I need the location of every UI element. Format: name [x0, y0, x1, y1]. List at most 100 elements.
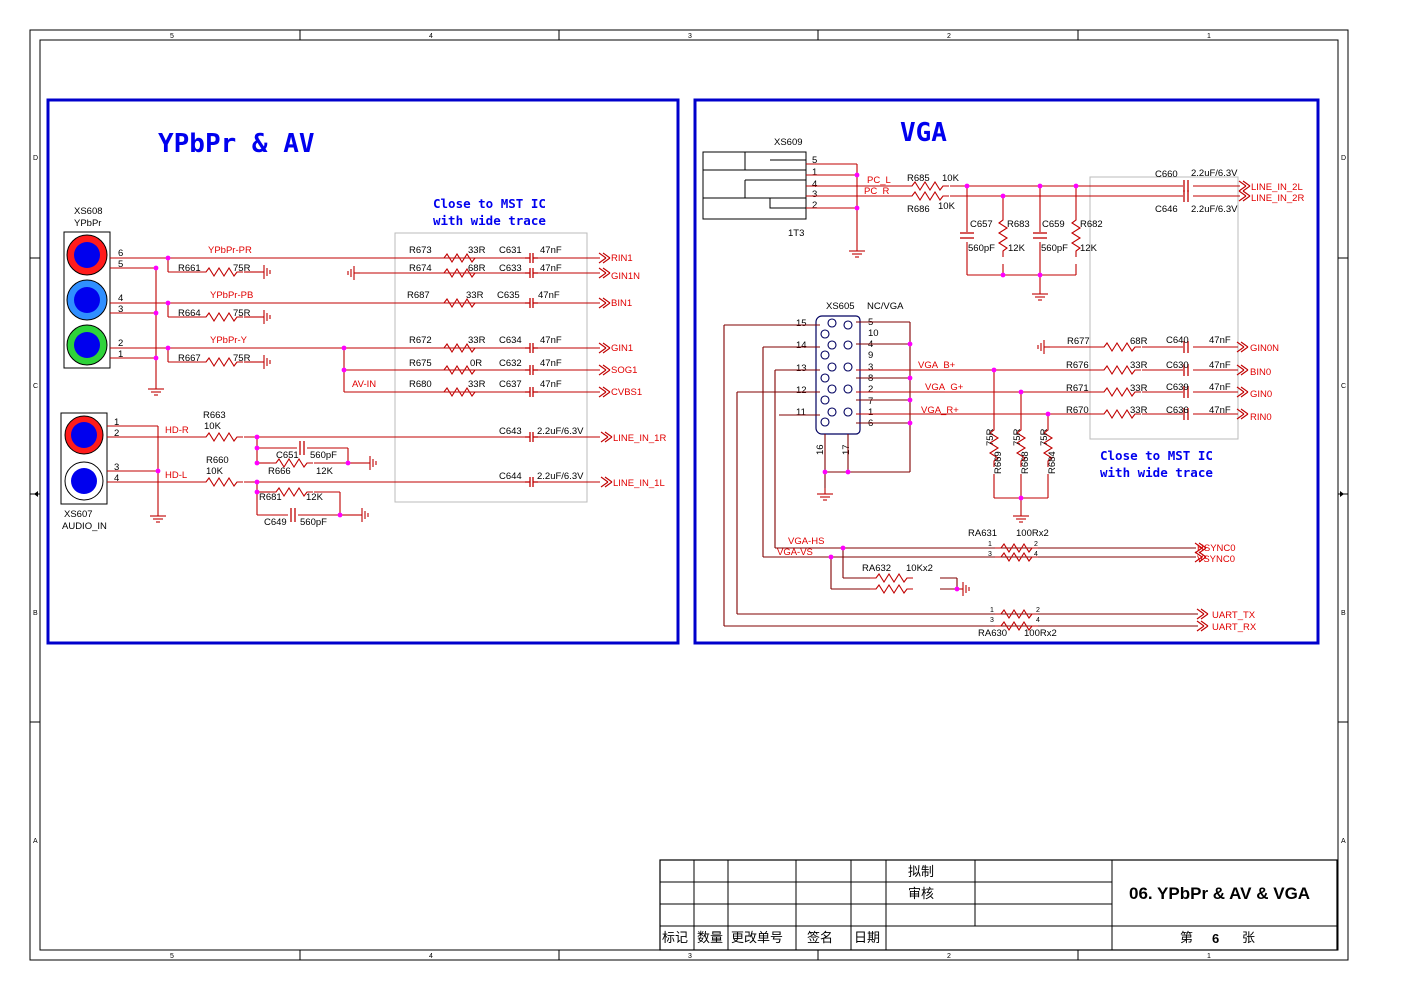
pin-number: 13: [796, 363, 807, 374]
dsub-shell: [815, 315, 861, 435]
part-value: 33R: [1130, 360, 1148, 371]
part-ref: C649: [264, 517, 287, 528]
part-value: 2.2uF/6.3V: [1191, 168, 1238, 179]
part-value: 75R: [1012, 428, 1023, 446]
part-value: 47nF: [1209, 382, 1231, 393]
col-label: 5: [170, 33, 174, 40]
pin-number: 3: [990, 617, 994, 624]
pin-number: 1: [868, 407, 873, 418]
row-label: D: [1341, 155, 1346, 162]
part-value: 47nF: [1209, 335, 1231, 346]
part-ref: R664: [178, 308, 201, 319]
part-value: 560pF: [1041, 243, 1068, 254]
col-label: 3: [688, 33, 692, 40]
part-value: 47nF: [540, 335, 562, 346]
part-ref: R672: [409, 335, 432, 346]
row-label: C: [1341, 383, 1346, 390]
part-value: 47nF: [1209, 360, 1231, 371]
part-value: 33R: [468, 335, 486, 346]
part-value: 68R: [1130, 336, 1148, 347]
port-label: SOG1: [611, 365, 637, 376]
title-block: 拟制 审核 标记 数量 更改单号 签名 日期 06. YPbPr & AV & …: [659, 859, 1338, 951]
part-ref: RA631: [968, 528, 997, 539]
part-ref: C644: [499, 471, 522, 482]
part-value: 33R: [1130, 383, 1148, 394]
pin-number: 4: [812, 179, 817, 190]
part-value: 100Rx2: [1016, 528, 1049, 539]
connector-ref: XS608: [74, 206, 103, 217]
rca-jack-red: [66, 234, 108, 276]
port-label: LINE_IN_2L: [1251, 182, 1303, 193]
pin-number: 6: [118, 248, 123, 259]
pin-number: 5: [812, 155, 817, 166]
port-label: UART_TX: [1212, 610, 1256, 621]
col-label: 3: [688, 953, 692, 960]
col-label: 1: [1207, 33, 1211, 40]
net-label: PC_L: [867, 175, 891, 186]
part-ref: C636: [1166, 405, 1189, 416]
title-col-sign: 签名: [807, 930, 833, 946]
part-value: 10K: [204, 421, 222, 432]
port-label: LINE_IN_1L: [613, 478, 665, 489]
port-label: RIN1: [611, 253, 633, 264]
port-label: LINE_IN_1R: [613, 433, 666, 444]
pin-number: 12: [796, 385, 807, 396]
part-ref: RA630: [978, 628, 1007, 639]
part-value: 75R: [233, 353, 251, 364]
port-label: GIN1N: [611, 271, 640, 282]
net-label: YPbPr-PR: [208, 245, 252, 256]
part-value: 47nF: [1209, 405, 1231, 416]
part-value: 10K: [938, 201, 956, 212]
rca-jack-green: [66, 324, 108, 366]
part-value: 560pF: [300, 517, 327, 528]
pin-number: 3: [114, 462, 119, 473]
net-label: VGA_R+: [921, 405, 959, 416]
part-ref: C659: [1042, 219, 1065, 230]
part-ref: C646: [1155, 204, 1178, 215]
part-value: 68R: [468, 263, 486, 274]
pin-number: 2: [114, 428, 119, 439]
part-ref: R683: [1007, 219, 1030, 230]
part-value: 100Rx2: [1024, 628, 1057, 639]
part-value: 0R: [470, 358, 482, 369]
part-ref: C657: [970, 219, 993, 230]
part-ref: C639: [1166, 382, 1189, 393]
part-value: 33R: [468, 245, 486, 256]
part-ref: R666: [268, 466, 291, 477]
col-label: 5: [170, 953, 174, 960]
part-ref: C660: [1155, 169, 1178, 180]
part-value: 47nF: [538, 290, 560, 301]
part-ref: C630: [1166, 360, 1189, 371]
net-label: VGA-VS: [777, 547, 813, 558]
vga-panel: VGA Close to MST IC with wide trace XS60…: [693, 98, 1320, 645]
part-ref: RA632: [862, 563, 891, 574]
port-label: UART_RX: [1212, 622, 1257, 633]
part-ref: R682: [1080, 219, 1103, 230]
part-ref: C643: [499, 426, 522, 437]
ypbpr-av-panel: YPbPr & AV Close to MST IC with wide tra…: [46, 98, 680, 645]
part-ref: R685: [907, 173, 930, 184]
part-ref: C651: [276, 450, 299, 461]
part-value: 33R: [466, 290, 484, 301]
part-ref: R681: [259, 492, 282, 503]
part-ref: R680: [409, 379, 432, 390]
connector-name: YPbPr: [74, 218, 101, 229]
part-ref: C633: [499, 263, 522, 274]
part-ref: R676: [1066, 360, 1089, 371]
sheet-suffix: 张: [1242, 931, 1255, 946]
part-value: 10K: [206, 466, 224, 477]
port-label: HSYNC0: [1197, 543, 1236, 554]
part-ref: C634: [499, 335, 522, 346]
net-label: HD-R: [165, 425, 189, 436]
part-ref: C640: [1166, 335, 1189, 346]
part-value: 75R: [985, 428, 996, 446]
audio-jack-left: [64, 461, 104, 501]
pin-number: 11: [796, 407, 806, 418]
part-ref: R687: [407, 290, 430, 301]
title-col-mark: 标记: [662, 931, 688, 946]
part-ref: R671: [1066, 383, 1089, 394]
title-drafted-label: 拟制: [908, 865, 934, 880]
connector-name: 1T3: [788, 228, 804, 239]
part-ref: R684: [1047, 451, 1058, 474]
